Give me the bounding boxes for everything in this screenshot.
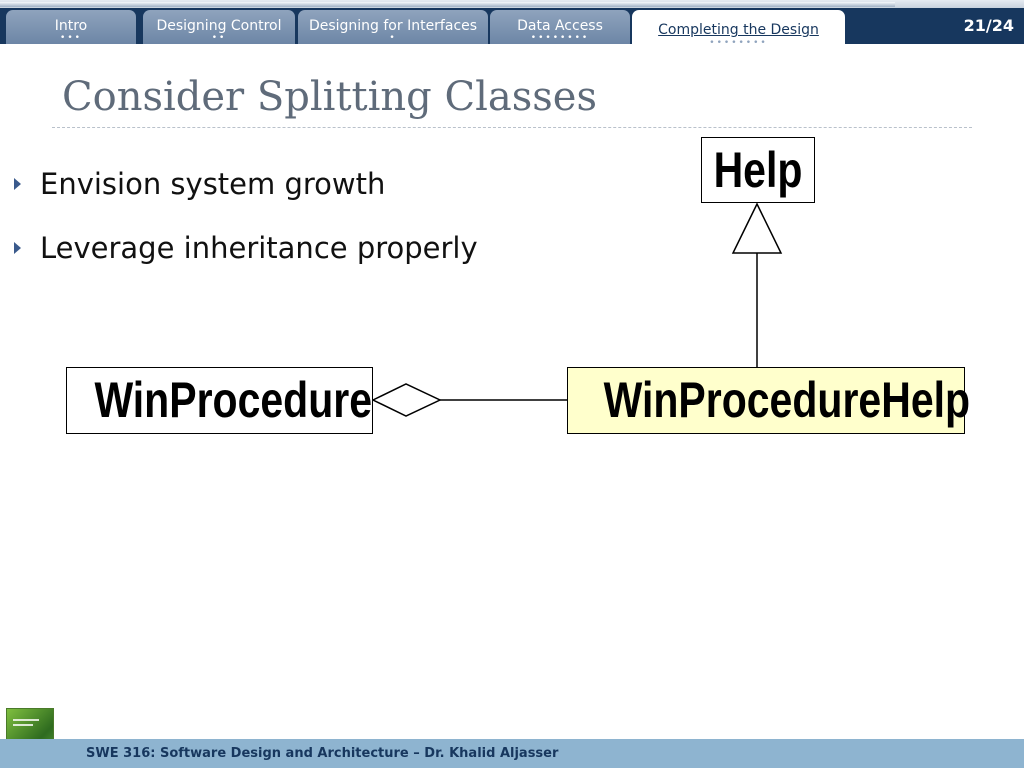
bullet-arrow-icon <box>14 242 21 254</box>
generalization-arrowhead <box>731 202 783 254</box>
section-nav-bar: Intro ••• Designing Control •• Designing… <box>0 8 1024 48</box>
tab-label: Data Access <box>517 18 603 34</box>
book-cover-title-mark <box>13 719 39 721</box>
tab-progress-dots[interactable]: •• <box>211 33 227 43</box>
footer-course-title: SWE 316: Software Design and Architectur… <box>86 746 559 761</box>
tab-intro[interactable]: Intro ••• <box>6 10 136 44</box>
top-strip-sheen <box>0 2 895 7</box>
bullet-text: Leverage inheritance properly <box>40 231 478 265</box>
class-winprocedurehelp: WinProcedureHelp <box>567 367 971 434</box>
tab-completing-the-design[interactable]: Completing the Design •••••••• <box>632 10 845 48</box>
footer-bar <box>0 739 1024 768</box>
tab-progress-dots[interactable]: ••• <box>60 33 82 43</box>
tab-progress-dots[interactable]: •••••••• <box>709 38 768 48</box>
tab-data-access[interactable]: Data Access •••••••• <box>490 10 630 44</box>
tab-progress-dots[interactable]: •••••••• <box>530 33 590 43</box>
class-winprocedure-label: WinProcedure <box>94 372 373 428</box>
class-winprocedurehelp-label: WinProcedureHelp <box>603 372 971 428</box>
top-strip <box>0 0 1024 8</box>
tab-label: Intro <box>54 18 88 34</box>
bullet-arrow-icon <box>14 178 21 190</box>
tab-label: Completing the Design <box>658 22 819 38</box>
tab-label: Designing for Interfaces <box>308 18 478 34</box>
tab-label: Designing Control <box>156 18 282 34</box>
tab-progress-dots[interactable]: • <box>389 33 397 43</box>
title-divider <box>52 127 972 128</box>
page-indicator: 21/24 <box>963 16 1014 35</box>
class-winprocedure: WinProcedure <box>66 367 373 434</box>
slide-title: Consider Splitting Classes <box>62 74 597 120</box>
tab-designing-control[interactable]: Designing Control •• <box>143 10 295 44</box>
tab-designing-for-interfaces[interactable]: Designing for Interfaces • <box>298 10 488 44</box>
class-help: Help <box>701 137 815 203</box>
bullet-text: Envision system growth <box>40 167 386 201</box>
class-help-label: Help <box>713 142 803 198</box>
book-cover-title-mark <box>13 724 33 726</box>
aggregation-diamond <box>371 383 442 417</box>
